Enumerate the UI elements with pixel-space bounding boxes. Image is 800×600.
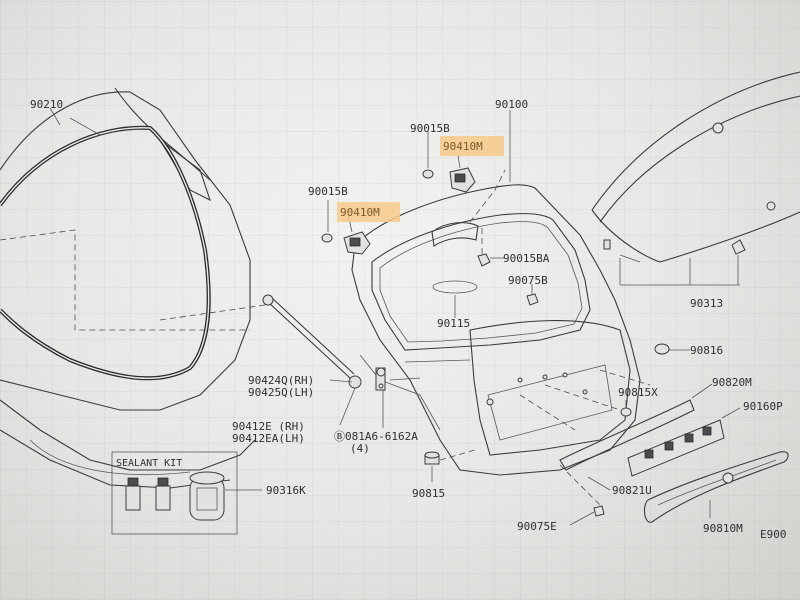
highlight-90410m-right — [440, 136, 504, 156]
clip-90075e — [593, 505, 605, 517]
page-code: E900 — [760, 528, 787, 541]
back-door-panel-90100 — [351, 169, 651, 506]
bumper-stop-90815 — [424, 451, 440, 482]
spoiler-90313 — [591, 71, 800, 286]
label-90160p: 90160P — [743, 400, 783, 413]
grommets — [477, 253, 670, 417]
label-90410m-left: 90410M — [340, 206, 380, 219]
license-lamp-90160p — [627, 407, 741, 477]
label-90316k: 90316K — [266, 484, 306, 497]
garnish-90820m — [559, 383, 713, 471]
finisher-90810m — [643, 451, 789, 523]
label-90815: 90815 — [412, 487, 445, 500]
label-90015ba: 90015BA — [503, 252, 550, 265]
label-90412ea: 90412EA(LH) — [232, 432, 305, 445]
hinge-90410m-right — [422, 154, 476, 193]
body-opening-90210 — [0, 87, 266, 489]
label-90410m-right: 90410M — [443, 140, 483, 153]
leader-lines — [49, 107, 690, 526]
label-90425q: 90425Q(LH) — [248, 386, 314, 399]
label-90424q: 90424Q(RH) — [248, 374, 314, 387]
sealant-kit-box — [111, 451, 238, 535]
label-081a6: Ⓑ081A6-6162A — [334, 430, 418, 443]
label-90412e: 90412E (RH) — [232, 420, 305, 433]
label-sealant-kit: SEALANT KIT — [116, 458, 182, 469]
label-90115: 90115 — [437, 317, 470, 330]
part-labels: 90210 90100 90015B 90410M 90015B 90410M … — [30, 98, 787, 541]
gas-stay-90424q — [262, 294, 421, 391]
label-90100: 90100 — [495, 98, 528, 111]
label-90210: 90210 — [30, 98, 63, 111]
label-90075e: 90075E — [517, 520, 557, 533]
hinge-90410m-left — [321, 213, 371, 255]
label-90015b-right: 90015B — [410, 122, 450, 135]
label-90820m: 90820M — [712, 376, 752, 389]
label-90810m: 90810M — [703, 522, 743, 535]
highlight-90410m-left — [337, 202, 400, 222]
label-90815x: 90815X — [618, 386, 658, 399]
weatherstrip-seal — [0, 117, 211, 381]
label-90075b: 90075B — [508, 274, 548, 287]
label-90015b-left: 90015B — [308, 185, 348, 198]
label-081a6-qty: (4) — [350, 442, 370, 455]
label-90816: 90816 — [690, 344, 723, 357]
label-90313: 90313 — [690, 297, 723, 310]
label-90821u: 90821U — [612, 484, 652, 497]
